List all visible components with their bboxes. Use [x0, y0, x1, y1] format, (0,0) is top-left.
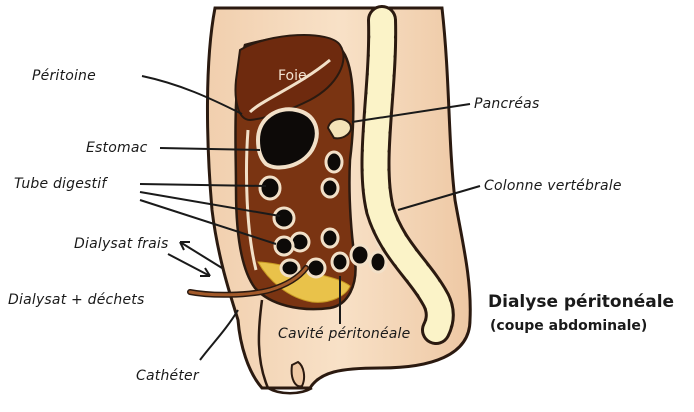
peritoneal-cavity-label: Cavité péritonéale: [278, 326, 410, 342]
diagram-title: Dialyse péritonéale: [488, 292, 674, 312]
pancreas-label: Pancréas: [474, 96, 539, 112]
fresh-dialysate-label: Dialysat frais: [74, 236, 168, 252]
stomach-label: Estomac: [86, 140, 148, 156]
spine-label: Colonne vertébrale: [484, 178, 622, 194]
genital-outline: [292, 362, 304, 386]
pancreas-shape: [328, 119, 351, 138]
flow-arrows: [168, 242, 222, 276]
digestive-tube-label: Tube digestif: [14, 176, 106, 192]
catheter-label: Cathéter: [136, 368, 199, 384]
peritoneum-label: Péritoine: [32, 68, 96, 84]
dialysate-waste-label: Dialysat + déchets: [8, 292, 144, 308]
liver-label: Foie: [278, 68, 307, 84]
diagram-subtitle: (coupe abdominale): [490, 318, 647, 334]
